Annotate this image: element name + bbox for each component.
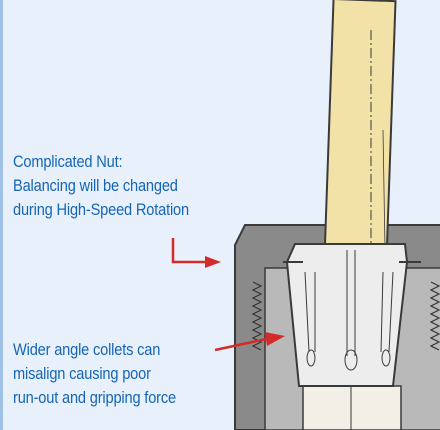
collet-callout-line-3: run-out and gripping force — [13, 388, 176, 407]
nut-callout-line-2: Balancing will be changed — [13, 176, 178, 195]
thread-right — [429, 281, 440, 351]
collet-slot-icon — [304, 250, 394, 371]
collet-callout-line-1: Wider angle collets can — [13, 340, 161, 359]
red-arrow-icon — [171, 238, 221, 268]
holder-lower — [302, 385, 402, 430]
thread-left — [251, 281, 263, 351]
collet-callout-line-2: misalign causing poor — [13, 364, 151, 383]
collet-chuck-diagram — [171, 0, 440, 430]
red-arrow-icon — [214, 332, 285, 352]
nut-callout-line-3: during High-Speed Rotation — [13, 200, 189, 219]
nut-callout-line-1: Complicated Nut: — [13, 152, 123, 171]
nut-callout: Complicated Nut: Balancing will be chang… — [13, 150, 189, 222]
collet-callout: Wider angle collets can misalign causing… — [13, 338, 176, 410]
